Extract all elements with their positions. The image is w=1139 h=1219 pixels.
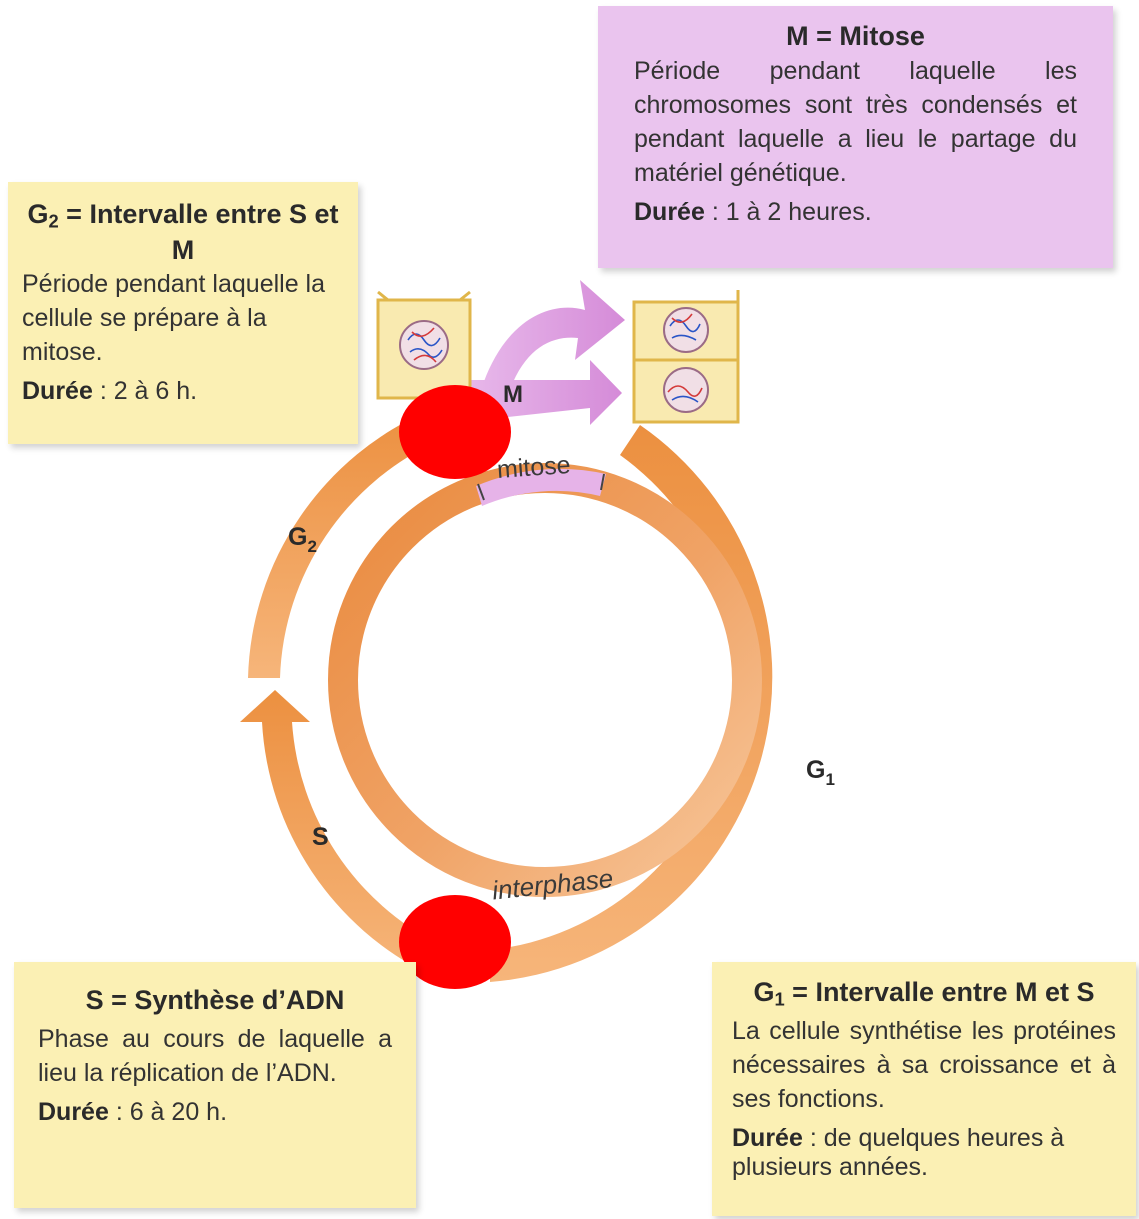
mitosis-arrow-lower	[470, 360, 622, 425]
m-arrow-label: M	[503, 381, 523, 408]
red-marker-bottom	[399, 895, 511, 989]
g1-duration: Durée : de quelques heures à plusieurs a…	[732, 1123, 1065, 1181]
mitose-label: mitose	[496, 451, 571, 484]
s-label: S	[312, 823, 329, 851]
mitosis-title: M = Mitose	[786, 21, 925, 51]
mitosis-segment	[476, 468, 606, 506]
g1-description: La cellule synthétise les protéines néce…	[732, 1016, 1116, 1113]
mitosis-arrow-upper	[478, 280, 625, 405]
s-outer-arc	[240, 690, 440, 975]
g1-outer-arc	[490, 425, 773, 982]
s-info-box: S = Synthèse d’ADN Phase au cours de laq…	[14, 962, 416, 1208]
g2-info-box: G2 = Intervalle entre S et M Période pen…	[8, 182, 358, 444]
g2-cell-illustration	[376, 290, 472, 400]
mitosis-description: Période pendant laquelle les chromosomes…	[634, 56, 1077, 187]
g2-title: G2 = Intervalle entre S et M	[27, 199, 339, 265]
g1-label: G1	[806, 756, 835, 789]
s-duration: Durée : 6 à 20 h.	[38, 1097, 228, 1126]
s-description: Phase au cours de laquelle a lieu la rép…	[38, 1024, 392, 1087]
s-title: S = Synthèse d’ADN	[85, 985, 345, 1015]
g2-description: Période pendant laquelle la cellule se p…	[22, 270, 326, 367]
daughter-cells-illustration	[632, 290, 740, 424]
mitosis-info-box: M = Mitose Période pendant laquelle les …	[598, 6, 1113, 268]
inner-ring	[328, 463, 762, 897]
mitosis-duration: Durée : 1 à 2 heures.	[634, 197, 872, 226]
g2-duration: Durée : 2 à 6 h.	[22, 377, 198, 406]
g1-info-box: G1 = Intervalle entre M et S La cellule …	[712, 962, 1136, 1216]
g1-title: G1 = Intervalle entre M et S	[753, 977, 1095, 1010]
g2-label: G2	[288, 523, 317, 556]
red-marker-top	[399, 385, 511, 479]
